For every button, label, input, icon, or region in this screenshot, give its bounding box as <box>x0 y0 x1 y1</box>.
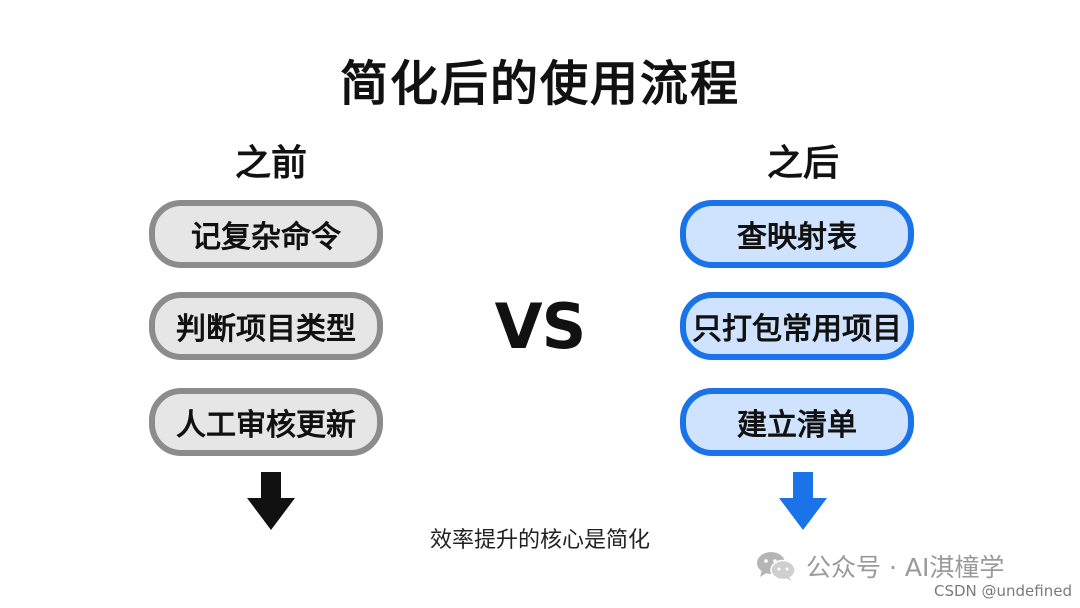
credit-text: CSDN @undefined <box>933 582 1072 600</box>
before-step-3: 人工审核更新 <box>149 388 383 456</box>
after-step-2: 只打包常用项目 <box>680 292 914 360</box>
before-step-2: 判断项目类型 <box>149 292 383 360</box>
wechat-icon <box>757 552 796 581</box>
after-heading: 之后 <box>766 143 839 184</box>
page-title: 简化后的使用流程 <box>339 56 740 112</box>
vs-label: VS <box>494 290 587 363</box>
after-step-1: 查映射表 <box>680 200 914 268</box>
watermark-text: 公众号 · AI淇橦学 <box>806 553 1005 582</box>
watermark: 公众号 · AI淇橦学 <box>756 548 1004 584</box>
before-step-1: 记复杂命令 <box>149 200 383 268</box>
before-heading: 之前 <box>234 143 307 184</box>
down-arrow-icon-after <box>779 472 827 530</box>
after-step-3: 建立清单 <box>680 388 914 456</box>
down-arrow-icon-before <box>247 472 295 530</box>
caption: 效率提升的核心是简化 <box>429 528 650 553</box>
